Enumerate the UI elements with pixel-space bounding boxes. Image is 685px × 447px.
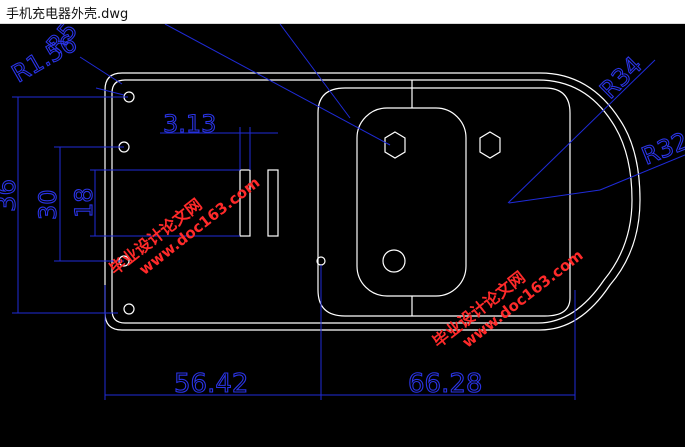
window-title: 手机充电器外壳.dwg: [6, 7, 129, 22]
dim-5642: 56.42: [174, 369, 248, 399]
dim-30: 30: [34, 189, 62, 220]
inner-shell-outline: [111, 79, 633, 324]
window-titlebar: 手机充电器外壳.dwg: [0, 0, 685, 24]
cad-drawing: R1.56 R5 R34 R32 3.13 36 30 18 56.42 66.…: [0, 24, 685, 400]
watermark-right: 毕业设计论文网 www.doc163.com: [429, 246, 587, 351]
round-hole: [382, 249, 406, 273]
dim-313: 3.13: [163, 110, 216, 138]
slot-2: [267, 169, 279, 237]
hex-hole-1: [384, 131, 406, 159]
mount-hole-4: [123, 303, 135, 315]
hex-hole-2: [479, 131, 501, 159]
dim-r34: R34: [594, 51, 647, 104]
dim-18: 18: [70, 187, 98, 218]
pocket-outline: [317, 87, 571, 317]
dim-r32: R32: [638, 127, 685, 171]
cad-drawing-canvas[interactable]: R1.56 R5 R34 R32 3.13 36 30 18 56.42 66.…: [0, 24, 685, 447]
dim-36: 36: [0, 179, 22, 212]
slot-1: [239, 169, 251, 237]
dimension-lines: [12, 24, 685, 400]
dim-6628: 66.28: [408, 369, 482, 399]
